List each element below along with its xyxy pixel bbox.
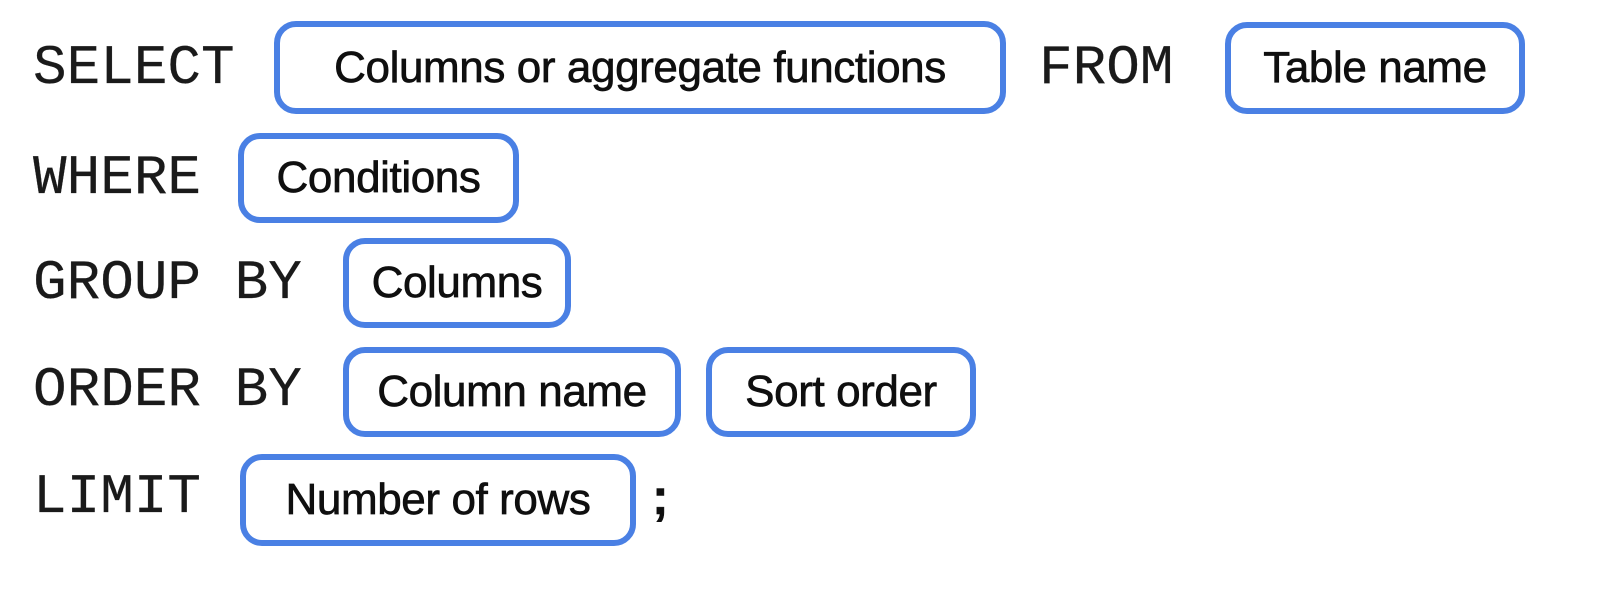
- slot-number-of-rows[interactable]: Number of rows: [240, 454, 636, 546]
- keyword-order-by: ORDER BY: [33, 358, 302, 422]
- slot-group-by-columns[interactable]: Columns: [343, 238, 571, 328]
- keyword-select: SELECT: [33, 36, 235, 100]
- slot-label: Column name: [377, 367, 648, 416]
- slot-table-name[interactable]: Table name: [1225, 22, 1525, 114]
- slot-conditions[interactable]: Conditions: [238, 133, 519, 223]
- keyword-from: FROM: [1039, 36, 1174, 100]
- statement-terminator-semicolon: ;: [652, 469, 669, 525]
- slot-label: Number of rows: [285, 475, 591, 524]
- slot-order-by-column-name[interactable]: Column name: [343, 347, 681, 437]
- slot-label: Conditions: [276, 153, 481, 202]
- slot-label: Table name: [1263, 43, 1488, 92]
- keyword-where: WHERE: [33, 146, 202, 210]
- keyword-limit: LIMIT: [33, 465, 202, 529]
- slot-sort-order[interactable]: Sort order: [706, 347, 976, 437]
- slot-label: Sort order: [745, 367, 938, 416]
- slot-columns-or-aggregate-functions[interactable]: Columns or aggregate functions: [274, 21, 1006, 114]
- keyword-group-by: GROUP BY: [33, 251, 302, 315]
- slot-label: Columns or aggregate functions: [334, 42, 947, 92]
- slot-label: Columns: [371, 258, 543, 307]
